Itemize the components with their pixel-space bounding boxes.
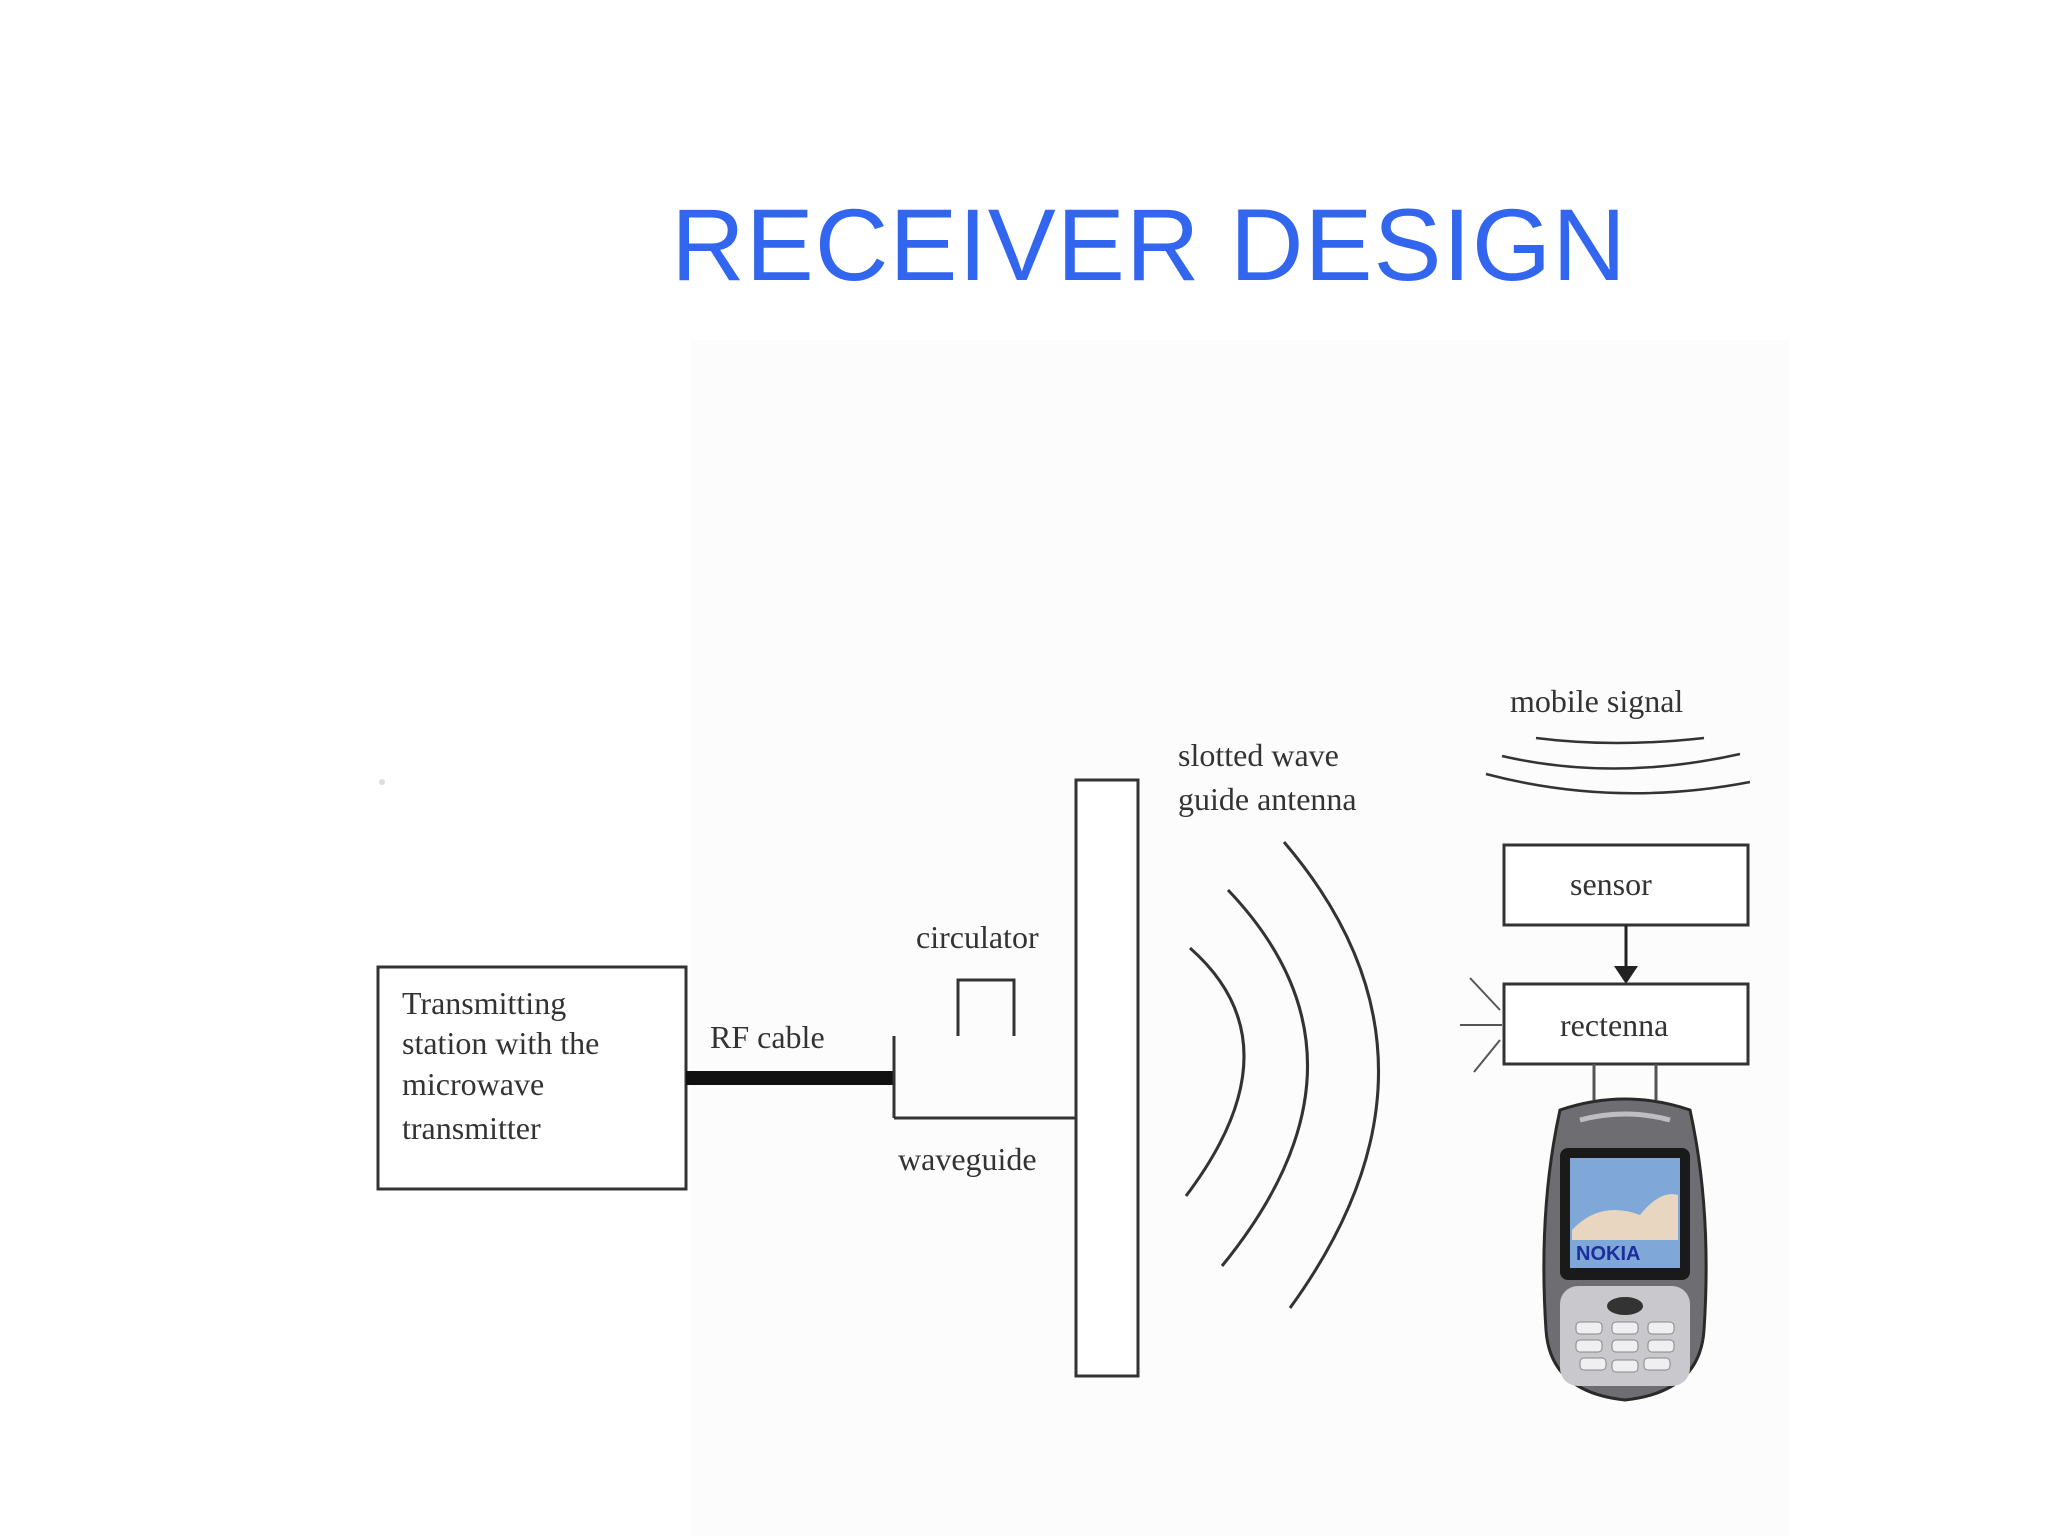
stray-mark <box>379 779 385 785</box>
phone-keys <box>1576 1322 1674 1372</box>
antenna-label-line-2: guide antenna <box>1178 781 1357 817</box>
circulator-label: circulator <box>916 919 1039 955</box>
mobile-phone: NOKIA <box>1544 1099 1706 1400</box>
slotted-waveguide-antenna <box>1076 780 1138 1376</box>
transmitter-label-line-2: station with the <box>402 1025 599 1061</box>
phone-brand-logo: NOKIA <box>1576 1243 1640 1265</box>
mobile-signal-label: mobile signal <box>1510 683 1683 719</box>
phone-nav-key <box>1607 1297 1643 1315</box>
antenna-label-line-1: slotted wave <box>1178 737 1339 773</box>
transmitter-label-line-1: Transmitting <box>402 985 566 1021</box>
rectenna-label: rectenna <box>1560 1007 1668 1043</box>
rf-cable-label: RF cable <box>710 1019 825 1055</box>
transmitter-station-box: Transmitting station with the microwave … <box>378 967 686 1189</box>
sensor-label: sensor <box>1570 866 1652 902</box>
transmitter-label-line-3: microwave <box>402 1066 544 1102</box>
transmitter-label-line-4: transmitter <box>402 1110 541 1146</box>
waveguide-label: waveguide <box>898 1141 1037 1177</box>
